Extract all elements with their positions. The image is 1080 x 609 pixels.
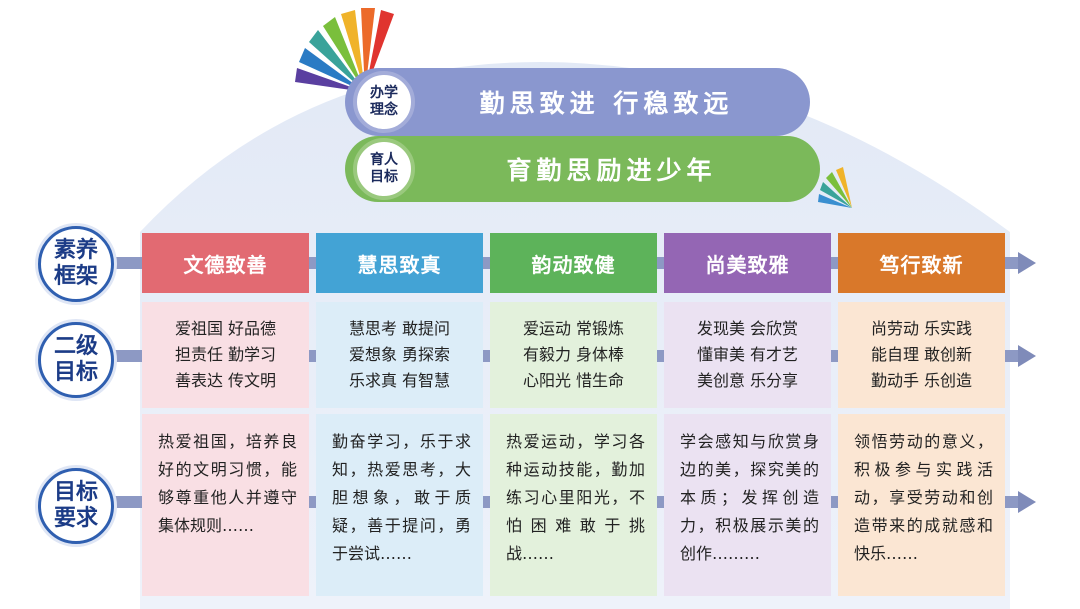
secondary-goal-line: 美创意 乐分享 <box>696 371 799 390</box>
row-label-line: 素养 <box>53 238 98 263</box>
row-label-line: 目标 <box>53 360 98 385</box>
secondary-goals-huisi: 慧思考 敢提问 爱想象 勇探索 乐求真 有智慧 <box>316 302 483 408</box>
requirement-shangmei: 学会感知与欣赏身边的美，探究美的本质；发挥创造力，积极展示美的创作……… <box>664 414 831 596</box>
secondary-goal-line: 爱运动 常锻炼 <box>522 319 625 338</box>
goal-banner: 育人 目标 育勤思励进少年 <box>345 136 820 202</box>
secondary-goals-shangmei: 发现美 会欣赏 懂审美 有才艺 美创意 乐分享 <box>664 302 831 408</box>
row-label-secondary-goals: 二级 目标 <box>38 322 114 398</box>
secondary-goal-line: 发现美 会欣赏 <box>696 319 799 338</box>
philosophy-badge-line2: 理念 <box>370 102 398 118</box>
column-header-duxing: 笃行致新 <box>838 233 1005 293</box>
philosophy-badge: 办学 理念 <box>353 71 415 133</box>
column-header-huisi: 慧思致真 <box>316 233 483 293</box>
requirement-huisi: 勤奋学习，乐于求知，热爱思考，大胆想象，敢于质疑，善于提问，勇于尝试…… <box>316 414 483 596</box>
secondary-goal-line: 爱祖国 好品德 <box>174 319 277 338</box>
row-label-line: 目标 <box>53 480 98 505</box>
row-label-requirements: 目标 要求 <box>38 468 114 544</box>
row-label-line: 要求 <box>53 506 98 531</box>
philosophy-badge-line1: 办学 <box>370 85 398 101</box>
row-arrow-head-3 <box>1018 491 1036 513</box>
secondary-goal-line: 担责任 勤学习 <box>174 345 277 364</box>
goal-text: 育勤思励进少年 <box>506 156 717 185</box>
secondary-goal-line: 乐求真 有智慧 <box>348 371 451 390</box>
small-fan-icon <box>818 167 852 208</box>
column-header-yundong: 韵动致健 <box>490 233 657 293</box>
philosophy-text: 勤思致进 行稳致远 <box>479 89 734 118</box>
row-label-line: 二级 <box>53 334 98 359</box>
goal-badge: 育人 目标 <box>353 138 415 200</box>
row-label-line: 框架 <box>53 264 98 289</box>
requirement-yundong: 热爱运动，学习各种运动技能，勤加练习心里阳光，不怕困难敢于挑战…… <box>490 414 657 596</box>
requirement-duxing: 领悟劳动的意义，积极参与实践活动，享受劳动和创造带来的成就感和快乐…… <box>838 414 1005 596</box>
goal-badge-line1: 育人 <box>370 152 398 168</box>
row-arrow-head-1 <box>1018 252 1036 274</box>
secondary-goal-line: 能自理 敢创新 <box>870 345 973 364</box>
secondary-goal-line: 有毅力 身体棒 <box>522 345 625 364</box>
secondary-goal-line: 勤动手 乐创造 <box>870 371 973 390</box>
secondary-goals-duxing: 尚劳动 乐实践 能自理 敢创新 勤动手 乐创造 <box>838 302 1005 408</box>
secondary-goal-line: 慧思考 敢提问 <box>348 319 451 338</box>
column-header-shangmei: 尚美致雅 <box>664 233 831 293</box>
secondary-goals-wende: 爱祖国 好品德 担责任 勤学习 善表达 传文明 <box>142 302 309 408</box>
row-label-framework: 素养 框架 <box>38 226 114 302</box>
secondary-goals-yundong: 爱运动 常锻炼 有毅力 身体棒 心阳光 惜生命 <box>490 302 657 408</box>
column-header-wende: 文德致善 <box>142 233 309 293</box>
row-arrow-head-2 <box>1018 345 1036 367</box>
goal-badge-line2: 目标 <box>370 169 398 185</box>
secondary-goal-line: 尚劳动 乐实践 <box>870 319 973 338</box>
secondary-goal-line: 爱想象 勇探索 <box>348 345 451 364</box>
philosophy-banner: 办学 理念 勤思致进 行稳致远 <box>345 68 810 136</box>
secondary-goal-line: 心阳光 惜生命 <box>522 371 625 390</box>
requirement-wende: 热爱祖国，培养良好的文明习惯，能够尊重他人并遵守集体规则…… <box>142 414 309 596</box>
secondary-goal-line: 懂审美 有才艺 <box>696 345 799 364</box>
secondary-goal-line: 善表达 传文明 <box>174 371 277 390</box>
